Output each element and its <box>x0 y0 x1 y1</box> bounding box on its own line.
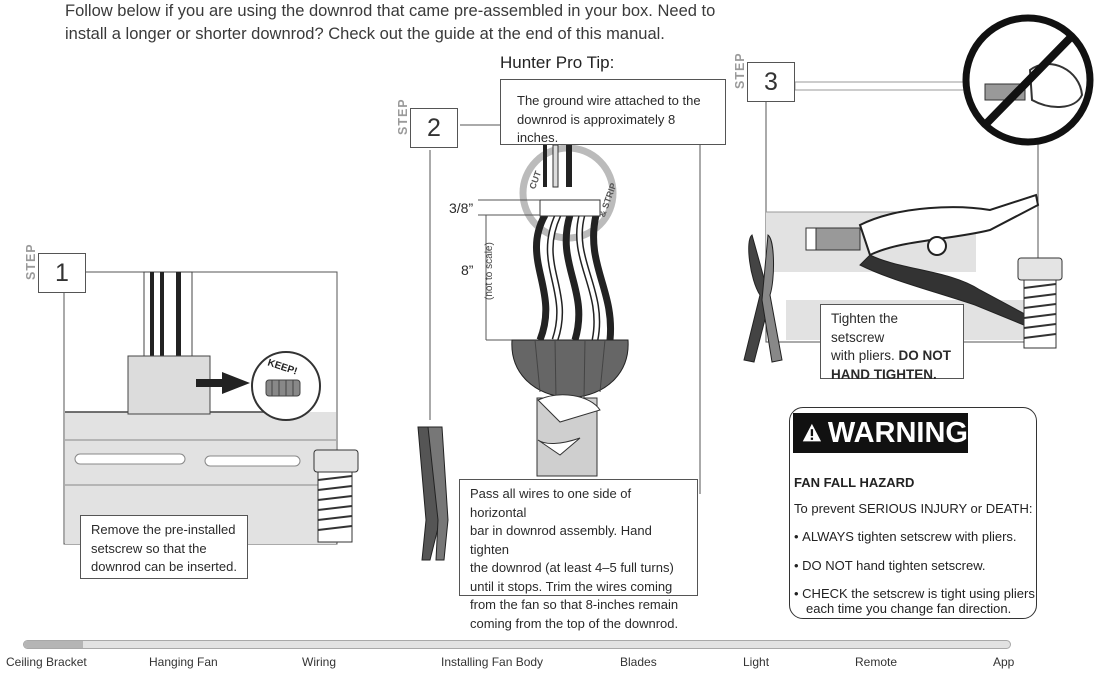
warning-header: WARNING <box>793 413 968 453</box>
step-2-word: STEP <box>396 98 410 135</box>
pro-tip-line: downrod is approximately 8 inches. <box>517 111 676 146</box>
warning-bullet-emph: CHECK <box>802 586 848 601</box>
step-2-caption-line: the downrod (at least 4–5 full turns) <box>470 560 674 575</box>
warning-bullet-emph: ALWAYS <box>802 529 854 544</box>
nav-ceiling-bracket[interactable]: Ceiling Bracket <box>6 655 87 669</box>
pro-tip-line: The ground wire attached to the <box>517 93 701 108</box>
warning-bullet-text: hand tighten setscrew. <box>852 558 986 573</box>
nav-blades[interactable]: Blades <box>620 655 657 669</box>
intro-line-1: Follow below if you are using the downro… <box>65 2 716 20</box>
step-1-caption-line: downrod can be inserted. <box>91 559 237 574</box>
nav-wiring[interactable]: Wiring <box>302 655 337 669</box>
not-to-scale-label: (not to scale) <box>484 242 495 300</box>
warning-bullet-text: tighten setscrew with pliers. <box>853 529 1017 544</box>
step-2-caption-line: coming from the top of the downrod. <box>470 615 679 631</box>
progress-fill <box>24 641 84 648</box>
intro-line-2: install a longer or shorter downrod? Che… <box>65 25 665 43</box>
warning-intro-text: To prevent <box>794 501 859 516</box>
warning-intro: To prevent SERIOUS INJURY or DEATH: <box>794 501 1032 516</box>
step-3-caption: Tighten the setscrew with pliers. DO NOT… <box>820 304 964 382</box>
warning-bullet-2: • DO NOT hand tighten setscrew. <box>794 558 986 573</box>
step-2-caption-line: Pass all wires to one side of horizontal <box>470 486 632 520</box>
warning-bullet-text: the setscrew is tight using pliers <box>847 586 1035 601</box>
step-1-number: 1 <box>38 253 86 293</box>
intro-text: Follow below if you are using the downro… <box>65 0 765 46</box>
step-2-caption: Pass all wires to one side of horizontal… <box>459 479 698 631</box>
nav-hanging-fan[interactable]: Hanging Fan <box>149 655 218 669</box>
step-1-caption-line: Remove the pre-installed <box>91 522 236 537</box>
step-3-hand-tighten: HAND TIGHTEN. <box>831 366 937 382</box>
step2-illustration <box>417 124 701 561</box>
step-3-do-not: DO NOT <box>898 348 952 363</box>
step-3-tag: STEP 3 <box>733 52 795 102</box>
nav-remote[interactable]: Remote <box>855 655 898 669</box>
warning-intro-emph: SERIOUS INJURY <box>858 501 967 516</box>
step-2-caption-line: from the fan so that 8-inches remain <box>470 597 679 612</box>
nav-app[interactable]: App <box>993 655 1015 669</box>
pro-tip-box: The ground wire attached to the downrod … <box>500 79 726 145</box>
warning-intro-text: or <box>966 501 986 516</box>
pro-tip-title: Hunter Pro Tip: <box>500 53 615 72</box>
step-2-caption-line: bar in downrod assembly. Hand tighten <box>470 523 652 557</box>
dim-3-8: 3/8” <box>449 200 474 216</box>
step1-illustration <box>63 271 359 545</box>
warning-bullet-emph: DO NOT <box>802 558 853 573</box>
warning-triangle-icon <box>802 423 822 442</box>
warning-title: WARNING <box>827 416 968 449</box>
warning-bullet-1: • ALWAYS tighten setscrew with pliers. <box>794 529 1017 544</box>
progress-bar[interactable] <box>23 640 1011 649</box>
step-1-caption-line: setscrew so that the <box>91 540 207 556</box>
nav-installing-fan-body[interactable]: Installing Fan Body <box>441 655 544 669</box>
warning-bullet-3: • CHECK the setscrew is tight using plie… <box>794 586 1035 601</box>
warning-box: WARNING FAN FALL HAZARD To prevent SERIO… <box>789 407 1037 619</box>
nav-light[interactable]: Light <box>743 655 770 669</box>
warning-hazard: FAN FALL HAZARD <box>794 475 915 490</box>
dim-8: 8” <box>461 262 474 278</box>
step-2-caption-line: until it stops. Trim the wires coming <box>470 578 673 594</box>
step-3-word: STEP <box>733 52 747 89</box>
step-1-tag: STEP 1 <box>24 243 86 293</box>
step-3-number: 3 <box>747 62 795 102</box>
warning-intro-emph: DEATH <box>985 501 1029 516</box>
warning-intro-text: : <box>1028 501 1033 516</box>
step-1-word: STEP <box>24 243 38 280</box>
step-1-caption: Remove the pre-installed setscrew so tha… <box>80 515 248 579</box>
warning-bullet-3-cont: each time you change fan direction. <box>806 601 1012 616</box>
step-2-number: 2 <box>410 108 458 148</box>
step-2-tag: STEP 2 <box>396 98 458 148</box>
step-3-caption-line: Tighten the setscrew <box>831 311 899 345</box>
step-3-caption-line: with pliers. <box>831 348 899 363</box>
